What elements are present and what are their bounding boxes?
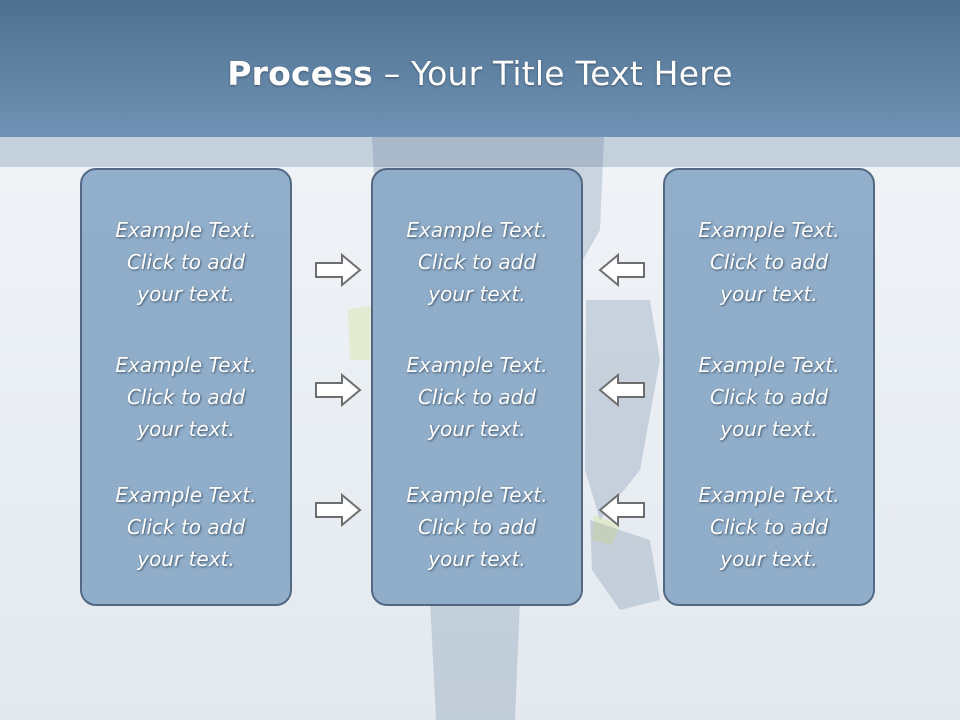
panel-right[interactable]: Example Text. Click to add your text. Ex… xyxy=(663,168,875,606)
title-bold-part: Process xyxy=(227,54,374,93)
text-line: Click to add xyxy=(417,515,537,539)
arrow-right-icon xyxy=(315,493,362,527)
text-line: your text. xyxy=(720,547,818,571)
text-line: Click to add xyxy=(709,515,829,539)
text-line: Click to add xyxy=(709,385,829,409)
text-line: Example Text. xyxy=(115,353,257,377)
text-line: Example Text. xyxy=(115,483,257,507)
text-line: Example Text. xyxy=(406,218,548,242)
text-line: your text. xyxy=(428,282,526,306)
text-line: Example Text. xyxy=(406,483,548,507)
text-block[interactable]: Example Text. Click to add your text. xyxy=(665,214,873,310)
text-block[interactable]: Example Text. Click to add your text. xyxy=(373,349,581,445)
text-block[interactable]: Example Text. Click to add your text. xyxy=(373,214,581,310)
text-line: Click to add xyxy=(126,385,246,409)
text-line: Example Text. xyxy=(698,218,840,242)
title-underband xyxy=(0,137,960,167)
text-line: your text. xyxy=(137,417,235,441)
text-line: your text. xyxy=(720,282,818,306)
text-line: your text. xyxy=(428,547,526,571)
text-block[interactable]: Example Text. Click to add your text. xyxy=(82,479,290,575)
text-block[interactable]: Example Text. Click to add your text. xyxy=(82,349,290,445)
text-line: your text. xyxy=(428,417,526,441)
text-line: Example Text. xyxy=(698,483,840,507)
text-line: Example Text. xyxy=(115,218,257,242)
text-line: Click to add xyxy=(417,250,537,274)
text-block[interactable]: Example Text. Click to add your text. xyxy=(665,479,873,575)
arrow-left-icon xyxy=(598,253,645,287)
text-line: Click to add xyxy=(126,515,246,539)
text-block[interactable]: Example Text. Click to add your text. xyxy=(82,214,290,310)
text-block[interactable]: Example Text. Click to add your text. xyxy=(665,349,873,445)
arrow-left-icon xyxy=(598,373,645,407)
text-line: Click to add xyxy=(417,385,537,409)
text-line: Click to add xyxy=(709,250,829,274)
text-line: your text. xyxy=(137,282,235,306)
text-line: Click to add xyxy=(126,250,246,274)
title-rest-part: – Your Title Text Here xyxy=(373,54,733,93)
page-title[interactable]: Process – Your Title Text Here xyxy=(0,52,960,96)
arrow-left-icon xyxy=(598,493,645,527)
text-block[interactable]: Example Text. Click to add your text. xyxy=(373,479,581,575)
panel-center[interactable]: Example Text. Click to add your text. Ex… xyxy=(371,168,583,606)
panel-left[interactable]: Example Text. Click to add your text. Ex… xyxy=(80,168,292,606)
text-line: your text. xyxy=(720,417,818,441)
title-bar xyxy=(0,0,960,137)
arrow-right-icon xyxy=(315,373,362,407)
text-line: Example Text. xyxy=(698,353,840,377)
text-line: Example Text. xyxy=(406,353,548,377)
text-line: your text. xyxy=(137,547,235,571)
arrow-right-icon xyxy=(315,253,362,287)
